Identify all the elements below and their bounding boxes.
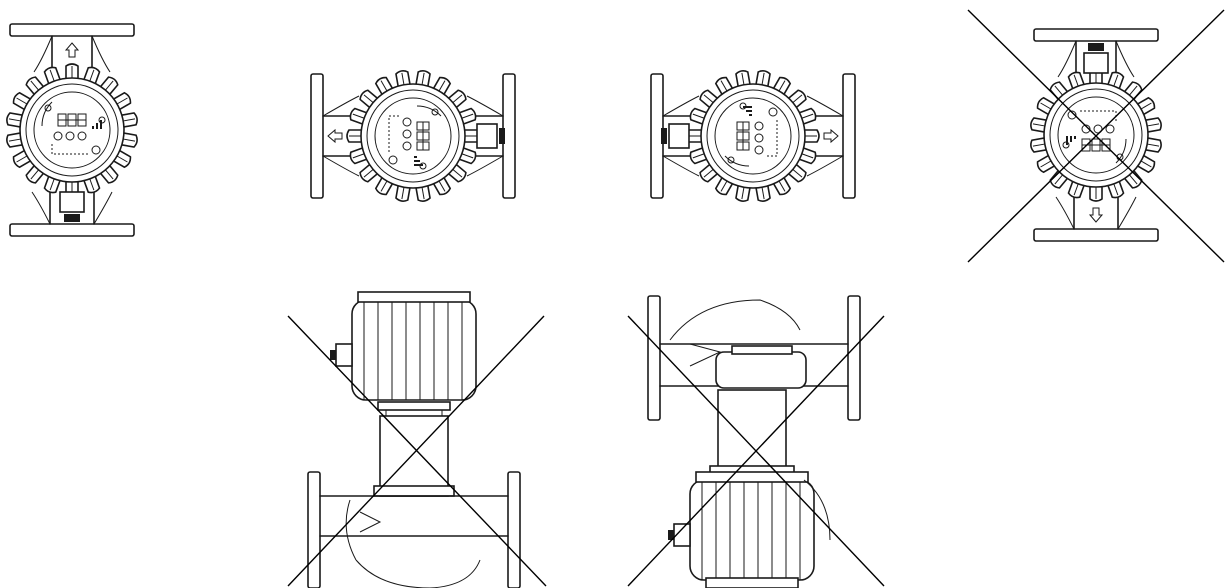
not-allowed-cross bbox=[287, 315, 547, 587]
not-allowed-cross bbox=[967, 9, 1225, 263]
not-allowed-cross bbox=[627, 315, 885, 587]
top-view-horizontal-flow-left bbox=[310, 70, 516, 202]
side-view-motor-up bbox=[307, 291, 521, 588]
top-view-horizontal-flow-right bbox=[650, 70, 856, 202]
top-view-vertical-flow-up bbox=[6, 23, 138, 237]
side-view-motor-down bbox=[647, 295, 861, 588]
top-view-vertical-flow-down bbox=[1030, 28, 1162, 242]
